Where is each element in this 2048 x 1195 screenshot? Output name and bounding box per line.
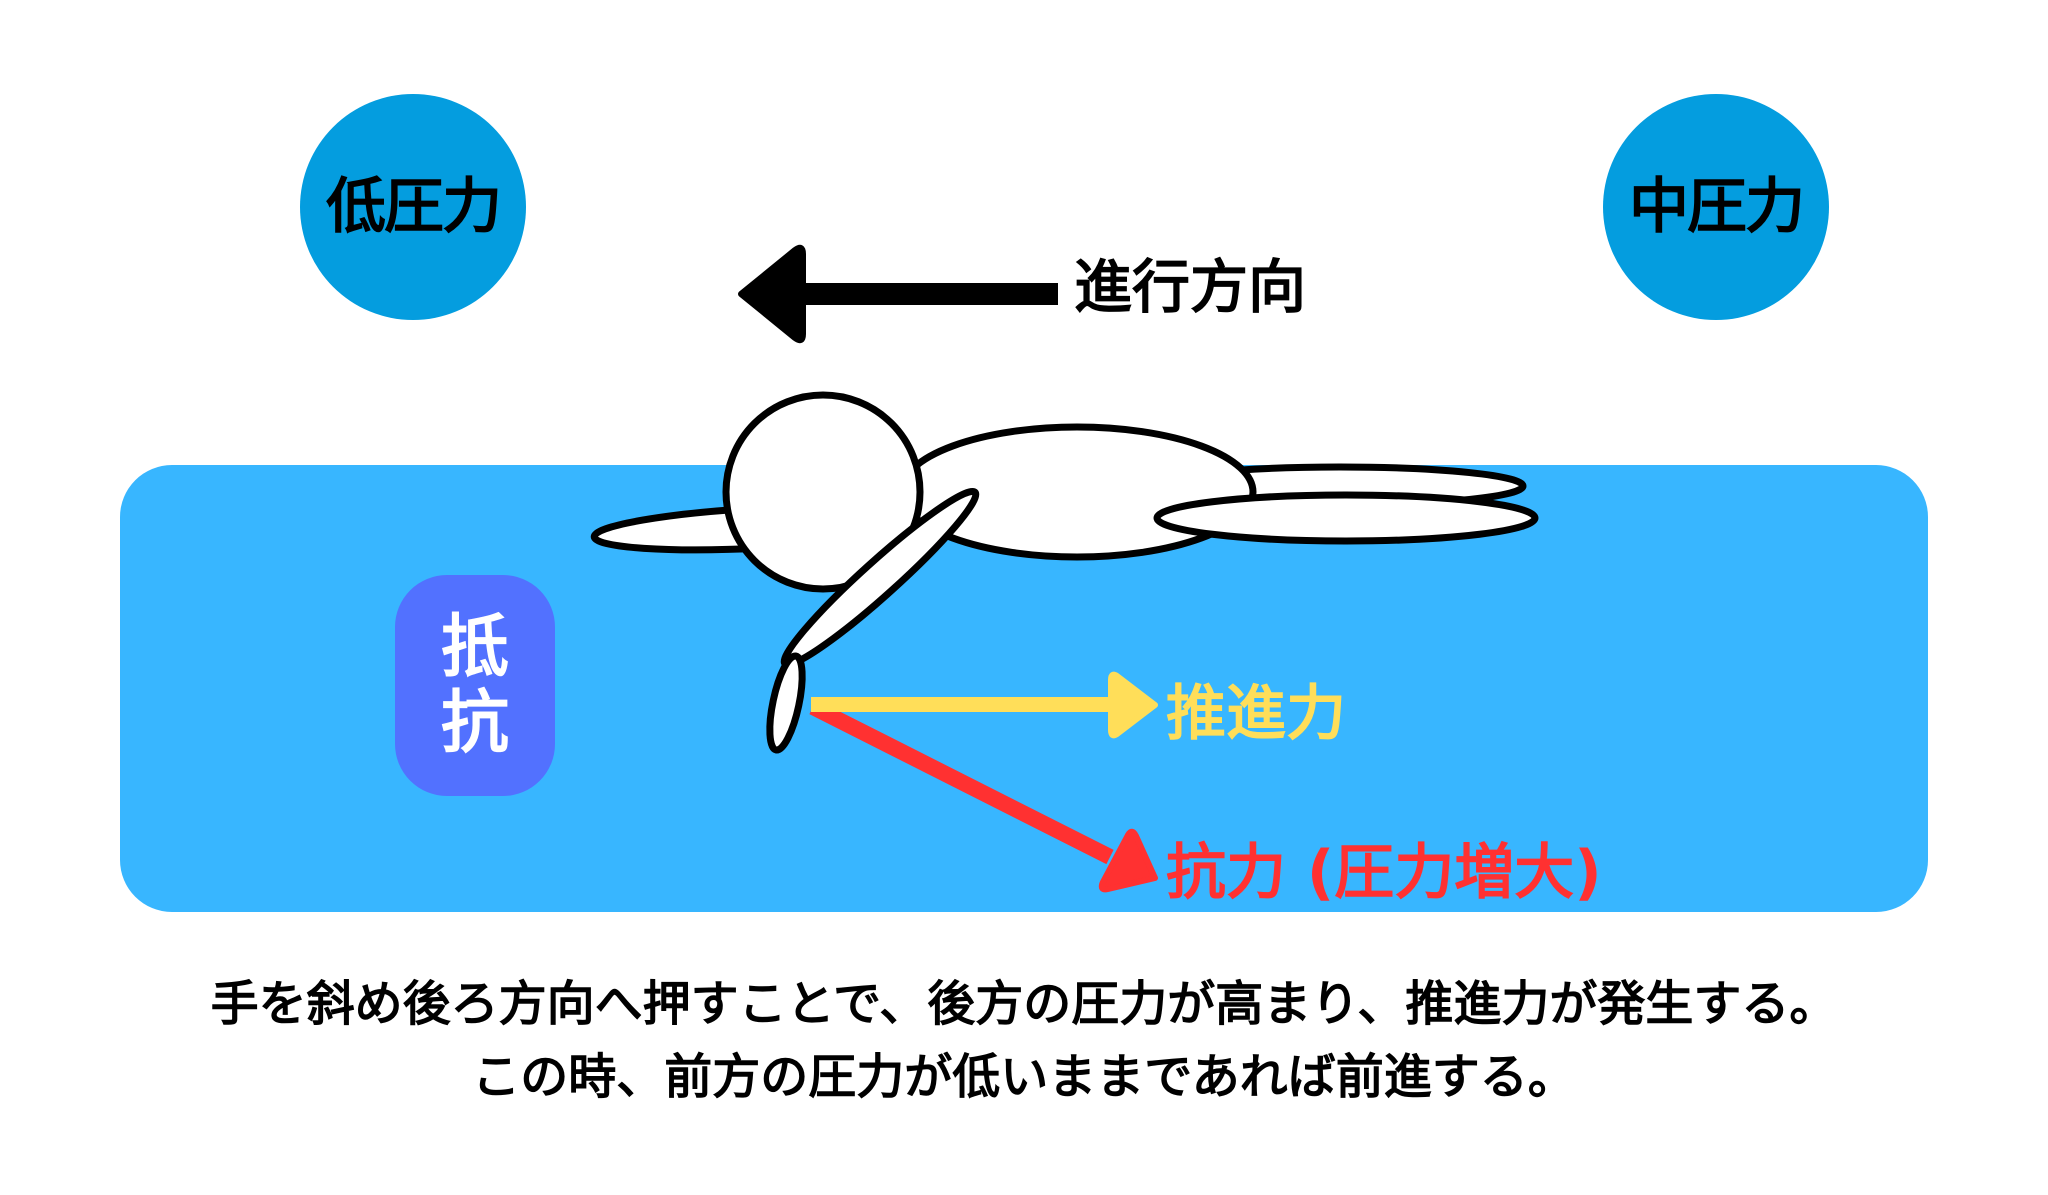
arrow-right-icon xyxy=(811,671,1158,739)
explanation-caption: 手を斜め後ろ方向へ押すことで、後方の圧力が高まり、推進力が発生する。 この時、前… xyxy=(0,968,2048,1114)
swimmer-hand xyxy=(766,652,806,754)
swimmer-figure xyxy=(590,391,1539,754)
resistance-char-1: 抵 xyxy=(440,607,509,687)
medium-pressure-label: 中圧力 xyxy=(1629,172,1805,242)
caption-line-1: 手を斜め後ろ方向へ押すことで、後方の圧力が高まり、推進力が発生する。 xyxy=(210,976,1838,1032)
water-area xyxy=(120,465,1928,912)
arrow-left-icon xyxy=(738,244,1058,344)
arrow-down-right-icon xyxy=(809,699,1158,893)
swimmer-torso xyxy=(897,423,1257,561)
low-pressure-circle: 低圧力 xyxy=(300,94,526,320)
swimmer-head xyxy=(722,391,924,593)
thrust-label: 推進力 xyxy=(1166,679,1346,749)
caption-line-2: この時、前方の圧力が低いままであれば前進する。 xyxy=(472,1049,1576,1105)
swimmer-leg-front xyxy=(1153,491,1539,545)
drag-label: 抗力 (圧力増大) xyxy=(1166,838,1602,908)
resistance-badge: 抵 抗 xyxy=(395,575,555,796)
low-pressure-label: 低圧力 xyxy=(326,172,502,242)
medium-pressure-circle: 中圧力 xyxy=(1603,94,1829,320)
resistance-char-2: 抗 xyxy=(440,683,509,763)
direction-label: 進行方向 xyxy=(1074,253,1307,321)
